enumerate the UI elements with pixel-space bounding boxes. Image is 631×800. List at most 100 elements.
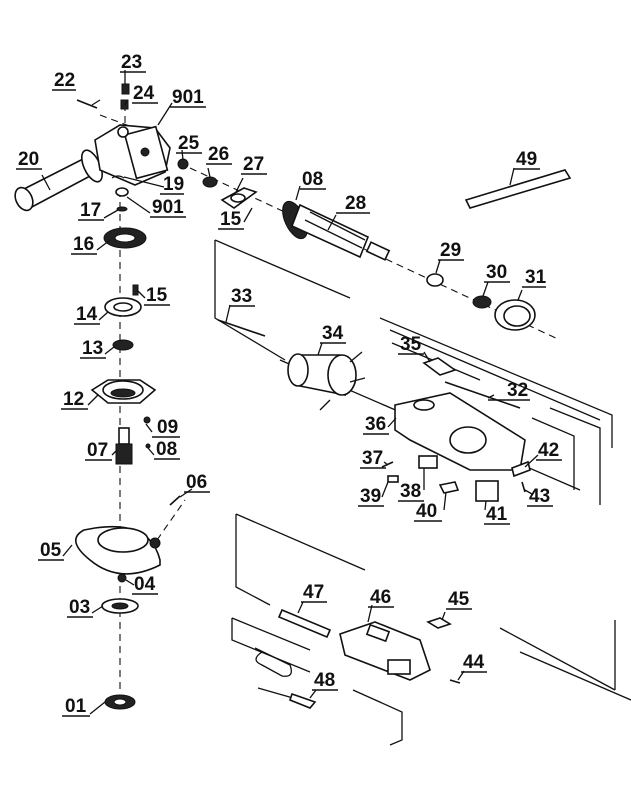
svg-text:35: 35 xyxy=(400,334,422,355)
svg-text:31: 31 xyxy=(525,267,547,288)
cable-clamp-shape xyxy=(511,460,531,478)
svg-text:15: 15 xyxy=(146,285,168,306)
label-28: 28 xyxy=(336,193,370,214)
svg-text:901: 901 xyxy=(152,197,184,218)
svg-text:40: 40 xyxy=(416,501,437,522)
svg-text:49: 49 xyxy=(516,149,537,170)
bearing-plate-shape xyxy=(220,187,258,209)
svg-text:29: 29 xyxy=(440,240,461,261)
svg-text:32: 32 xyxy=(507,380,528,401)
svg-text:19: 19 xyxy=(163,174,184,195)
gear-housing-shape xyxy=(94,124,171,186)
svg-text:13: 13 xyxy=(82,338,103,359)
label-15a: 15 xyxy=(144,285,170,306)
label-32: 32 xyxy=(488,380,530,401)
svg-text:36: 36 xyxy=(365,414,386,435)
svg-text:43: 43 xyxy=(529,486,550,507)
svg-text:09: 09 xyxy=(157,417,178,438)
label-07: 07 xyxy=(85,440,112,461)
label-36: 36 xyxy=(363,414,389,435)
circlip-shape xyxy=(143,416,151,424)
leader-lines xyxy=(41,70,539,715)
bearing-retainer-shape xyxy=(104,297,142,317)
svg-text:42: 42 xyxy=(538,440,559,461)
inner-flange-shape xyxy=(101,598,139,614)
svg-text:37: 37 xyxy=(362,448,383,469)
guard-nut-04-shape xyxy=(117,573,127,583)
svg-text:34: 34 xyxy=(322,323,344,344)
svg-text:30: 30 xyxy=(486,262,507,283)
label-01: 01 xyxy=(62,696,90,717)
label-20: 20 xyxy=(16,149,42,170)
label-23: 23 xyxy=(120,52,146,73)
label-33: 33 xyxy=(229,286,255,307)
label-45: 45 xyxy=(446,589,472,610)
svg-text:47: 47 xyxy=(303,582,324,603)
label-05: 05 xyxy=(38,540,64,561)
snap-ring-shape xyxy=(111,175,125,179)
bearing-13-shape xyxy=(112,339,134,351)
label-04: 04 xyxy=(132,574,158,595)
svg-text:24: 24 xyxy=(133,83,155,104)
svg-text:46: 46 xyxy=(370,587,391,608)
label-43: 43 xyxy=(527,486,553,507)
label-47: 47 xyxy=(301,582,327,603)
air-baffle-shape xyxy=(494,299,536,331)
label-plate-shape xyxy=(426,617,452,629)
label-41: 41 xyxy=(484,504,510,525)
svg-text:05: 05 xyxy=(40,540,62,561)
screw-22-shape xyxy=(76,99,98,109)
svg-text:38: 38 xyxy=(400,481,421,502)
button-23-shape xyxy=(121,83,130,95)
label-09: 09 xyxy=(152,417,180,438)
label-34: 34 xyxy=(320,323,346,344)
svg-text:12: 12 xyxy=(63,389,84,410)
bearing-26-shape xyxy=(202,176,218,188)
carbon-brush-shape xyxy=(387,475,399,483)
svg-text:22: 22 xyxy=(54,70,75,91)
spindle-shape xyxy=(115,427,133,465)
capacitor-shape xyxy=(438,481,460,494)
power-cord-shape xyxy=(254,647,317,709)
label-22: 22 xyxy=(52,70,76,91)
label-14: 14 xyxy=(74,304,100,325)
label-30: 30 xyxy=(484,262,510,283)
svg-text:23: 23 xyxy=(121,52,142,73)
label-25: 25 xyxy=(176,133,202,154)
svg-text:04: 04 xyxy=(134,574,156,595)
label-38: 38 xyxy=(398,481,424,502)
label-49: 49 xyxy=(514,149,540,170)
key-shape xyxy=(145,443,151,449)
bevel-gear-shape xyxy=(103,227,147,249)
label-37: 37 xyxy=(360,448,386,469)
label-42: 42 xyxy=(536,440,562,461)
switch-rod-shape xyxy=(444,381,521,409)
svg-text:03: 03 xyxy=(69,597,90,618)
label-901b: 901 xyxy=(150,197,186,218)
svg-text:26: 26 xyxy=(208,144,229,165)
svg-text:06: 06 xyxy=(186,472,207,493)
svg-text:25: 25 xyxy=(178,133,200,154)
label-901a: 901 xyxy=(170,87,206,108)
svg-text:07: 07 xyxy=(87,440,108,461)
label-35: 35 xyxy=(398,334,424,355)
label-27: 27 xyxy=(241,154,267,175)
label-39: 39 xyxy=(358,486,384,507)
stator-screw-shape xyxy=(217,319,266,337)
stator-shape xyxy=(287,351,366,411)
label-29: 29 xyxy=(438,240,464,261)
label-13: 13 xyxy=(80,338,106,359)
flange-nut-shape xyxy=(104,694,136,710)
label-48: 48 xyxy=(312,670,338,691)
svg-text:44: 44 xyxy=(463,652,485,673)
label-15b: 15 xyxy=(218,209,244,230)
label-26: 26 xyxy=(206,144,232,165)
motor-housing-shape xyxy=(394,392,526,471)
screw-15-shape xyxy=(132,284,139,296)
svg-text:08: 08 xyxy=(302,169,323,190)
label-17: 17 xyxy=(78,200,104,221)
rear-cover-shape xyxy=(339,621,431,681)
svg-text:41: 41 xyxy=(486,504,508,525)
label-06: 06 xyxy=(184,472,210,493)
